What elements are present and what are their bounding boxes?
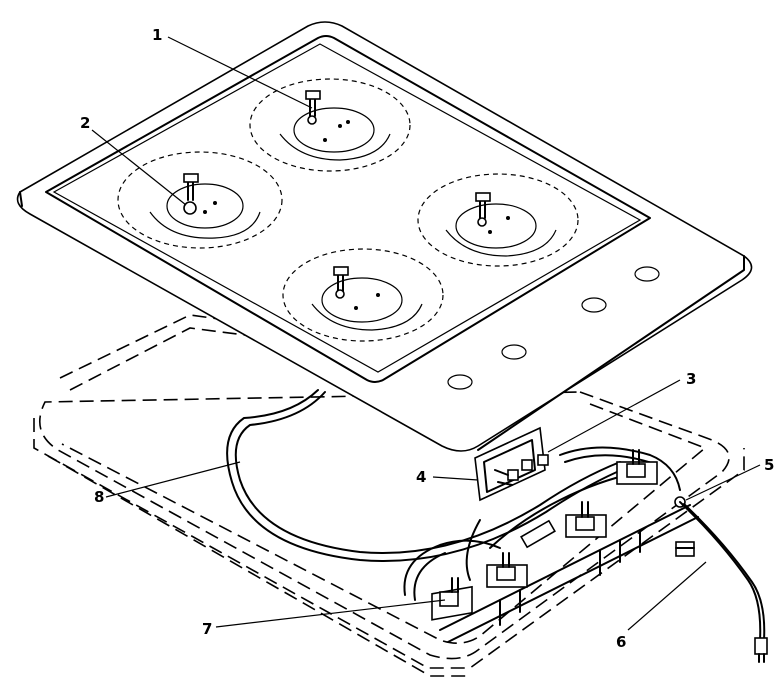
knob-holes (447, 266, 660, 390)
callout-2: 2 (80, 114, 187, 206)
svg-text:7: 7 (202, 620, 212, 638)
callout-8: 8 (94, 461, 241, 506)
burner-front (282, 248, 444, 342)
svg-text:4: 4 (416, 468, 426, 486)
valves (431, 449, 658, 621)
callout-4: 4 (416, 468, 479, 486)
svg-text:3: 3 (686, 370, 696, 388)
burner-top-back (249, 78, 411, 172)
svg-text:8: 8 (94, 488, 104, 506)
gas-tubing (226, 389, 681, 601)
svg-text:5: 5 (764, 456, 774, 474)
burner-top-left (117, 151, 283, 249)
svg-text:2: 2 (80, 114, 90, 132)
callout-1: 1 (152, 26, 313, 109)
cooktop-top (16, 21, 753, 452)
power-cord (674, 496, 768, 663)
callout-6: 6 (616, 561, 707, 651)
burner-top-right (417, 173, 579, 267)
manifold (439, 504, 699, 643)
svg-text:1: 1 (152, 26, 162, 44)
svg-text:6: 6 (616, 633, 626, 651)
callout-7: 7 (202, 599, 446, 638)
callout-5: 5 (685, 456, 774, 501)
callout-3: 3 (547, 370, 696, 453)
spark-module (474, 426, 549, 502)
